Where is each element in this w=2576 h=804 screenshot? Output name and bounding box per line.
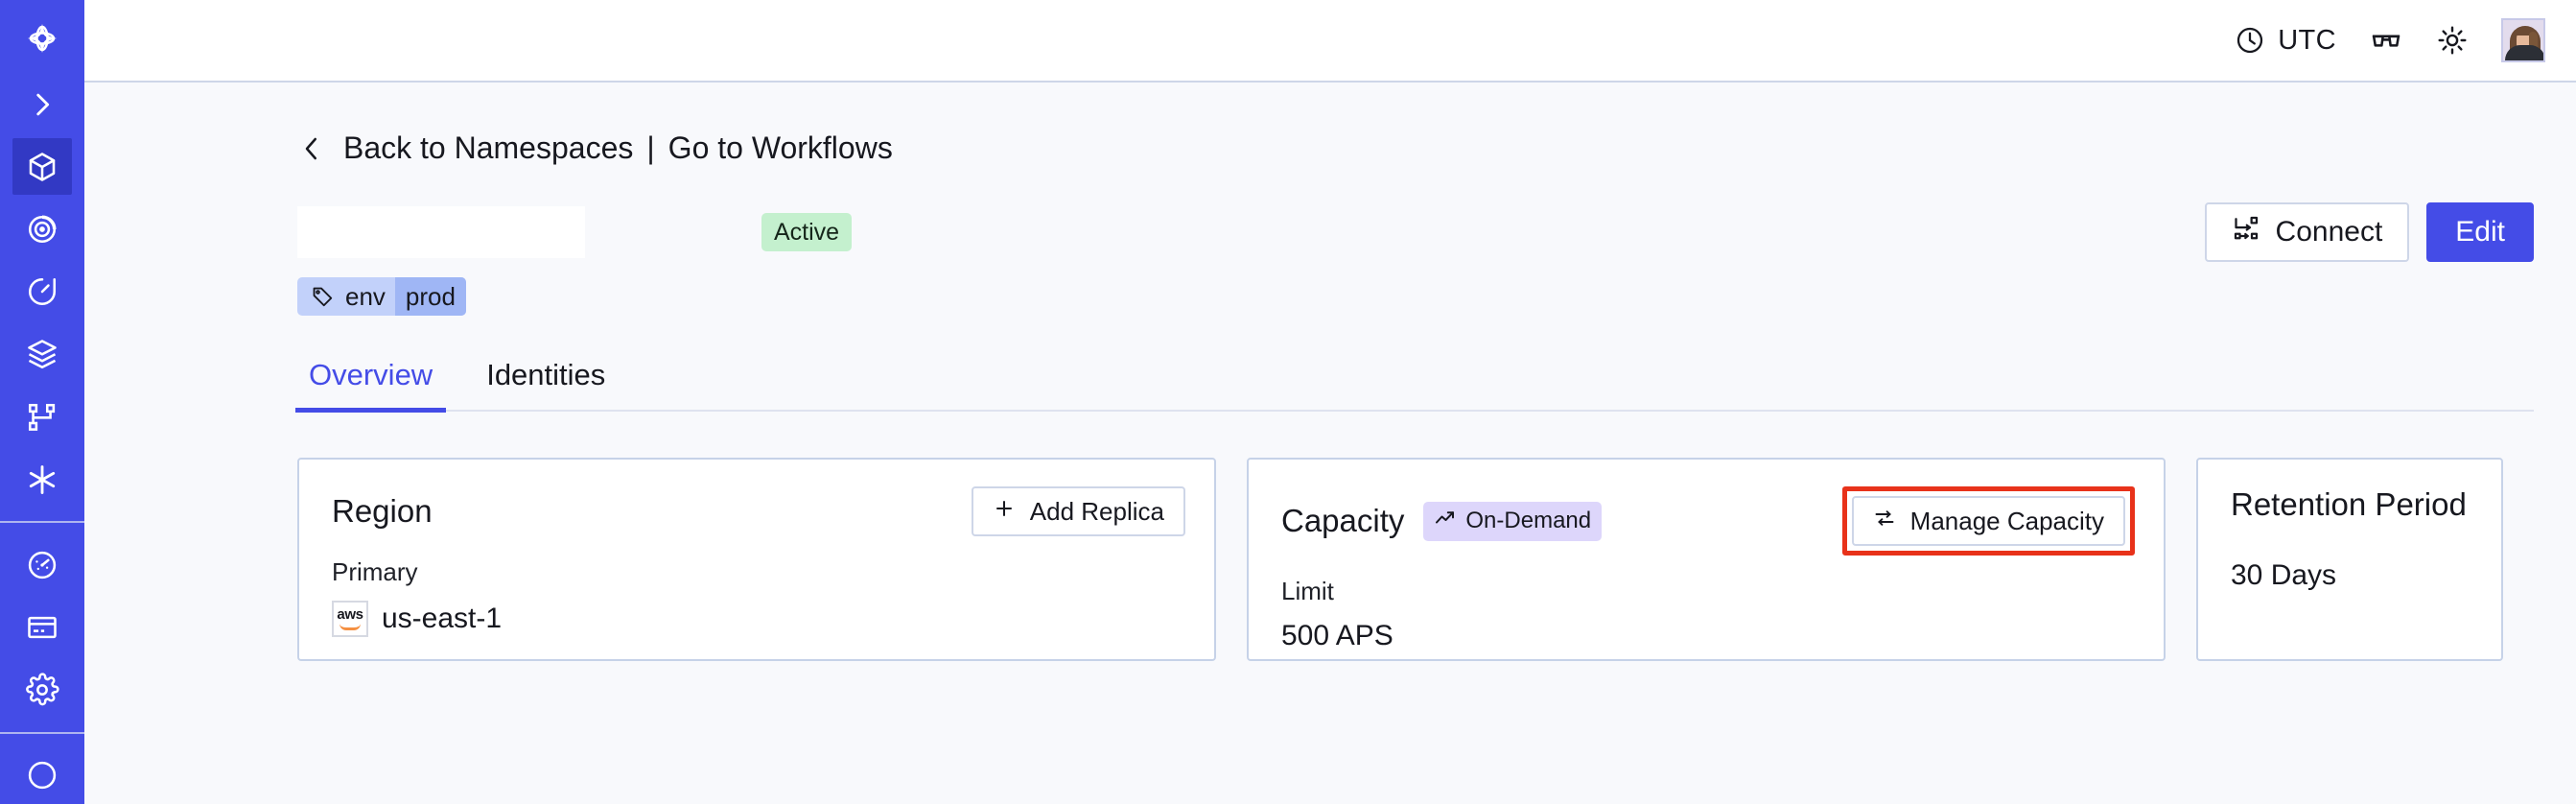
- sidebar-item-help[interactable]: [12, 747, 72, 804]
- tag-icon: [311, 285, 335, 309]
- region-card-header: Region Add Replica: [332, 486, 1185, 536]
- avatar-hair-front: [2515, 27, 2536, 35]
- sidebar-item-settings[interactable]: [12, 662, 72, 719]
- status-badge: Active: [761, 213, 853, 251]
- sidebar-item-expand-sidebar[interactable]: [12, 76, 72, 132]
- card-capacity: Capacity On-Demand: [1247, 458, 2166, 661]
- trending-up-icon: [1434, 507, 1457, 536]
- aws-logo-smile: [340, 624, 361, 630]
- connect-icon: [2232, 214, 2260, 250]
- plus-icon: [993, 497, 1016, 527]
- namespace-tags: env prod: [297, 277, 2576, 316]
- breadcrumb-separator: |: [646, 130, 655, 165]
- clock-icon: [2235, 25, 2265, 56]
- retention-value: 30 Days: [2231, 559, 2337, 591]
- topbar: UTC: [84, 0, 2576, 83]
- sidebar-item-namespaces[interactable]: [12, 138, 72, 196]
- region-value: us-east-1: [382, 603, 503, 634]
- card-retention-period: Retention Period 30 Days: [2196, 458, 2503, 661]
- timezone-label: UTC: [2278, 24, 2336, 56]
- sun-icon[interactable]: [2436, 24, 2469, 57]
- region-primary-label: Primary: [332, 557, 418, 586]
- namespace-title-row: Active: [84, 202, 2576, 262]
- aws-logo-text: aws: [337, 606, 363, 623]
- connect-button[interactable]: Connect: [2204, 202, 2410, 262]
- sidebar-divider-2: [0, 731, 84, 734]
- on-demand-label: On-Demand: [1465, 508, 1592, 533]
- tabs: Overview Identities: [295, 358, 2534, 413]
- chevron-left-icon[interactable]: [297, 134, 326, 163]
- glasses-icon[interactable]: [2369, 23, 2403, 58]
- retention-card-header: Retention Period: [2231, 486, 2472, 523]
- tag-key: env: [345, 281, 386, 311]
- sidebar-item-batch-operations[interactable]: [12, 451, 72, 508]
- main-area: UTC: [84, 0, 2576, 804]
- edit-label: Edit: [2455, 216, 2505, 248]
- edit-button[interactable]: Edit: [2426, 202, 2534, 262]
- sidebar-divider-1: [0, 521, 84, 524]
- capacity-card-header: Capacity On-Demand: [1281, 486, 2135, 556]
- on-demand-badge: On-Demand: [1423, 501, 1603, 541]
- tab-identities[interactable]: Identities: [486, 358, 606, 391]
- namespace-actions: Connect Edit: [2204, 202, 2534, 262]
- add-replica-label: Add Replica: [1029, 496, 1164, 526]
- tag-value: prod: [394, 277, 466, 316]
- content-area: Back to Namespaces | Go to Workflows Act…: [84, 83, 2576, 804]
- avatar-body: [2505, 45, 2543, 60]
- sidebar-item-usage[interactable]: [12, 536, 72, 593]
- card-region: Region Add Replica Primary: [297, 458, 1216, 661]
- timezone-selector[interactable]: UTC: [2235, 25, 2336, 57]
- aws-logo-icon: aws: [332, 601, 368, 637]
- sidebar: [0, 0, 84, 804]
- manage-capacity-button[interactable]: Manage Capacity: [1851, 496, 2125, 546]
- tag-chip-env[interactable]: env prod: [297, 277, 466, 316]
- overview-cards: Region Add Replica Primary: [297, 458, 2576, 661]
- capacity-card-title: Capacity: [1281, 503, 1405, 538]
- namespace-title: [297, 206, 585, 258]
- manage-capacity-label: Manage Capacity: [1909, 506, 2104, 535]
- add-replica-button[interactable]: Add Replica: [971, 486, 1185, 536]
- breadcrumb: Back to Namespaces | Go to Workflows: [297, 130, 2576, 166]
- region-card-title: Region: [332, 493, 433, 529]
- sidebar-item-stack[interactable]: [12, 326, 72, 383]
- connect-label: Connect: [2275, 216, 2383, 248]
- region-value-row: aws us-east-1: [332, 601, 1185, 637]
- retention-card-title: Retention Period: [2231, 486, 2467, 522]
- breadcrumb-back-link[interactable]: Back to Namespaces: [343, 130, 634, 165]
- capacity-limit-label: Limit: [1281, 577, 1334, 605]
- sidebar-item-observability[interactable]: [12, 201, 72, 257]
- tab-overview[interactable]: Overview: [295, 358, 447, 413]
- temporal-logo[interactable]: [12, 8, 72, 70]
- capacity-value: 500 APS: [1281, 620, 1393, 651]
- breadcrumb-workflows-link[interactable]: Go to Workflows: [667, 130, 893, 165]
- manage-capacity-highlight: Manage Capacity: [1841, 486, 2135, 556]
- sidebar-item-billing[interactable]: [12, 599, 72, 655]
- sidebar-item-schedules[interactable]: [12, 264, 72, 320]
- user-avatar[interactable]: [2501, 18, 2545, 62]
- sliders-icon: [1873, 507, 1896, 536]
- sidebar-item-workflows[interactable]: [12, 389, 72, 445]
